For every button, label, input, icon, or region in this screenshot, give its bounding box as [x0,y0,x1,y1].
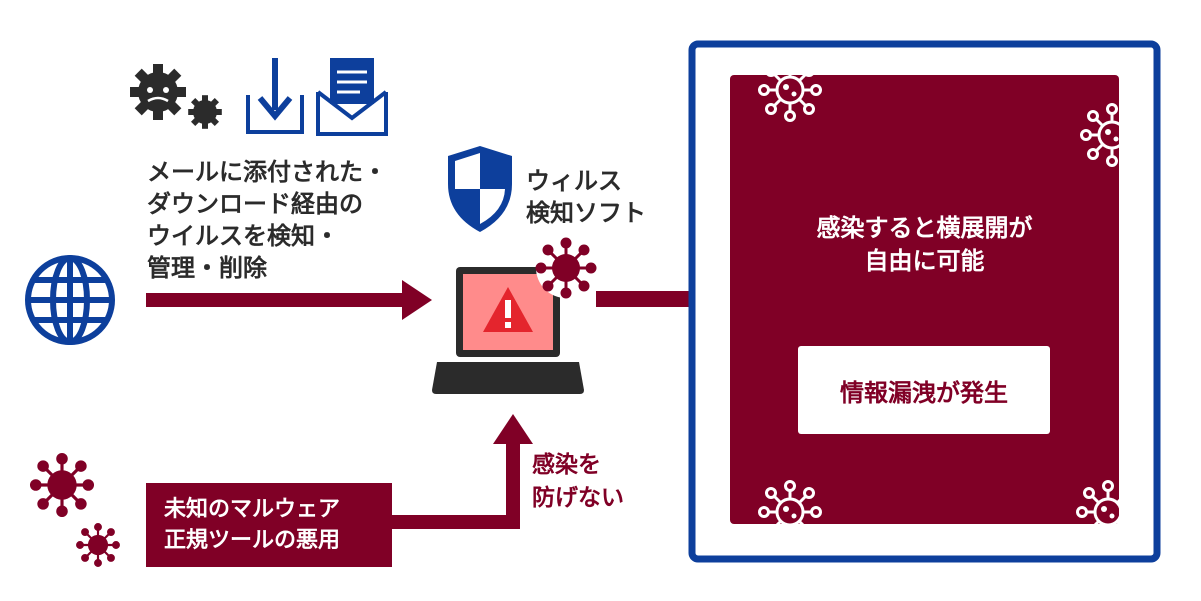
gear-virus-icon [130,64,222,129]
infection-text: 感染を 防げない [532,452,624,511]
network-frame [688,40,1161,563]
virus-icon [29,452,120,567]
virus-icon [535,237,597,299]
globe-icon [25,255,115,345]
leak-label: 情報漏洩が発生 [840,378,1008,407]
mail-icon [316,58,388,136]
malware-box: 未知のマルウェア 正規ツールの悪用 [146,483,392,567]
email-download-text: メールに添付された・ ダウンロード経由の ウイルスを検知・ 管理・削除 [147,158,387,282]
antivirus-label: ウィルス 検知ソフト [526,167,646,227]
lateral-movement-text: 感染すると横展開が 自由に可能 [816,214,1033,275]
shield-icon [448,146,512,232]
laptop-warning-icon [432,267,584,394]
arrow-right-icon [146,280,432,320]
download-icon [246,58,304,134]
leak-box [798,346,1050,434]
arrow-up-icon [392,414,533,529]
